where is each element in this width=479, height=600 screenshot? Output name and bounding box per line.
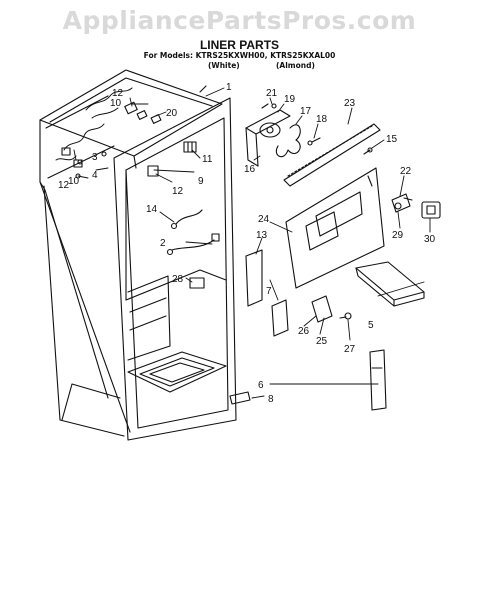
callout-18: 18 (316, 114, 328, 125)
callout-9: 9 (198, 176, 204, 187)
callout-10a: 10 (110, 98, 122, 109)
callout-11: 11 (202, 154, 213, 165)
callout-24: 24 (258, 214, 270, 225)
callout-25: 25 (316, 336, 328, 347)
callout-12b: 12 (172, 186, 184, 197)
callout-21: 21 (266, 88, 278, 99)
callout-8: 8 (268, 394, 274, 405)
callout-numbers: 1 2 3 4 5 6 7 8 9 10 10 11 12 12 12 13 1… (58, 82, 436, 405)
callout-7: 7 (266, 286, 272, 297)
callout-2: 2 (160, 238, 166, 249)
diagram-title: LINER PARTS (199, 38, 280, 52)
leader-lines (73, 87, 431, 399)
callout-17: 17 (300, 106, 312, 117)
cabinet-liner (39, 69, 237, 441)
callout-10b: 10 (68, 176, 80, 187)
callout-5: 5 (368, 320, 374, 331)
callout-29: 29 (392, 230, 404, 241)
models-line: For Models: KTRS25KXWH00, KTRS25KXAL00 (143, 51, 336, 60)
callout-19: 19 (284, 94, 296, 105)
callout-16: 16 (244, 164, 256, 175)
color-label-almond: (Almond) (276, 61, 315, 70)
callout-23: 23 (344, 98, 356, 109)
callout-20: 20 (166, 108, 178, 119)
callout-14: 14 (146, 204, 158, 215)
callout-15: 15 (386, 134, 398, 145)
callout-1: 1 (226, 82, 232, 93)
components-right (229, 103, 441, 411)
callout-13: 13 (256, 230, 268, 241)
watermark-text: AppliancePartsPros.com (62, 6, 417, 35)
callout-12a: 12 (112, 88, 124, 99)
callout-6: 6 (258, 380, 264, 391)
callout-28: 28 (172, 274, 184, 285)
callout-22: 22 (400, 166, 412, 177)
callout-3: 3 (92, 152, 98, 163)
callout-4: 4 (92, 170, 98, 181)
callout-12c: 12 (58, 180, 70, 191)
callout-26: 26 (298, 326, 310, 337)
callout-27: 27 (344, 344, 356, 355)
callout-30: 30 (424, 234, 436, 245)
color-label-white: (White) (208, 61, 240, 70)
